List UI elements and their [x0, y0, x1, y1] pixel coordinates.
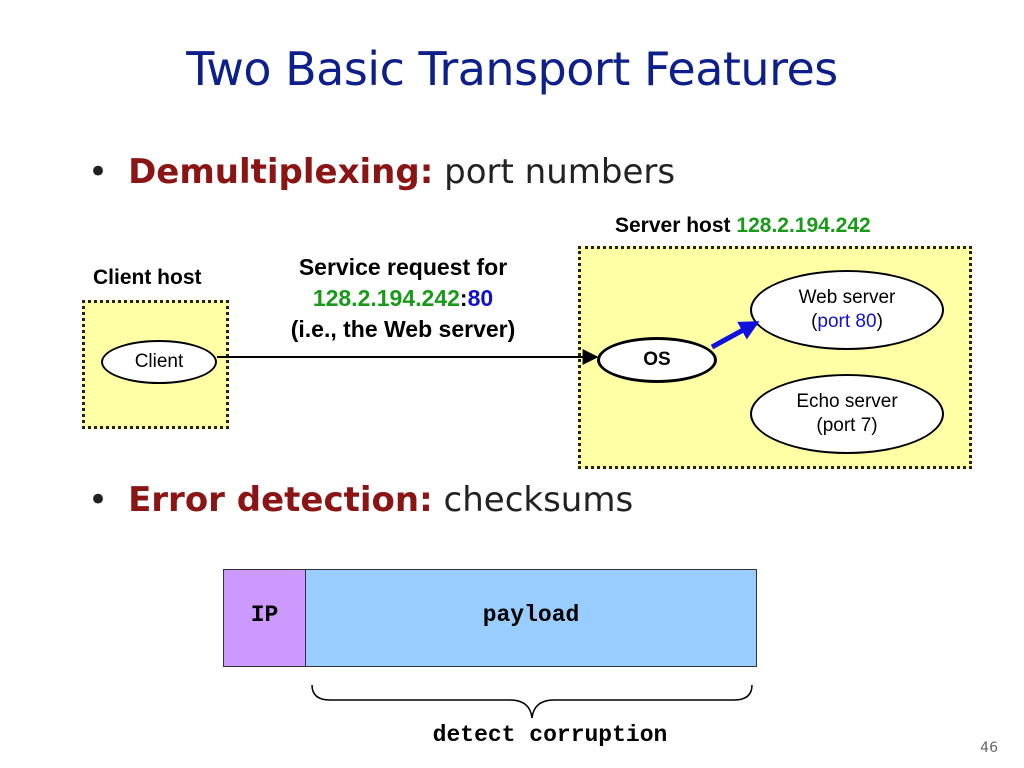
slide-title: Two Basic Transport Features [186, 42, 838, 96]
request-ip: 128.2.194.242 [312, 285, 460, 311]
ip-header-label: IP [250, 602, 279, 628]
bullet-term: Error detection: [128, 480, 433, 520]
bullet-term: Demultiplexing: [128, 152, 434, 192]
bullet-error-detection: • Error detection: checksums [88, 480, 633, 520]
server-host-label: Server host 128.2.194.242 [615, 214, 871, 238]
paren-open: ( [811, 311, 818, 332]
os-oval: OS [597, 337, 717, 383]
echo-server-oval: Echo server (port 7) [750, 374, 944, 454]
echo-server-port: (port 7) [816, 415, 878, 436]
web-server-oval: Web server (port 80) [750, 270, 944, 350]
packet-diagram: IP payload [223, 569, 757, 667]
demux-arrow [710, 320, 760, 350]
request-line1: Service request for [298, 254, 508, 280]
web-server-text: Web server (port 80) [799, 286, 896, 334]
request-address: 128.2.194.242:80 [238, 283, 568, 314]
os-label: OS [643, 349, 671, 370]
echo-server-name: Echo server [796, 391, 898, 412]
server-host-ip: 128.2.194.242 [736, 214, 871, 237]
request-line3: (i.e., the Web server) [290, 316, 516, 342]
service-request-label: Service request for 128.2.194.242:80 (i.… [238, 252, 568, 345]
server-host-text: Server host [615, 214, 731, 237]
corruption-brace [311, 684, 753, 719]
web-server-name: Web server [798, 287, 896, 308]
bullet-dot: • [88, 480, 109, 520]
detect-corruption-label: detect corruption [432, 722, 668, 748]
request-colon: : [459, 285, 468, 311]
bullet-text: checksums [443, 480, 634, 520]
bullet-dot: • [88, 152, 109, 192]
client-oval: Client [101, 340, 217, 384]
bullet-demultiplexing: • Demultiplexing: port numbers [88, 152, 675, 192]
web-server-port: port 80 [817, 311, 877, 332]
client-host-label: Client host [93, 266, 202, 289]
web-server-port-line: (port 80) [799, 310, 896, 334]
payload-cell: payload [306, 570, 756, 666]
request-port: 80 [467, 285, 494, 311]
echo-server-text: Echo server (port 7) [796, 390, 897, 438]
page-number: 46 [980, 740, 998, 756]
payload-label: payload [482, 602, 580, 628]
client-label: Client [134, 351, 184, 372]
bullet-text: port numbers [444, 152, 676, 192]
paren-close: ) [876, 311, 883, 332]
ip-header-cell: IP [224, 570, 306, 666]
